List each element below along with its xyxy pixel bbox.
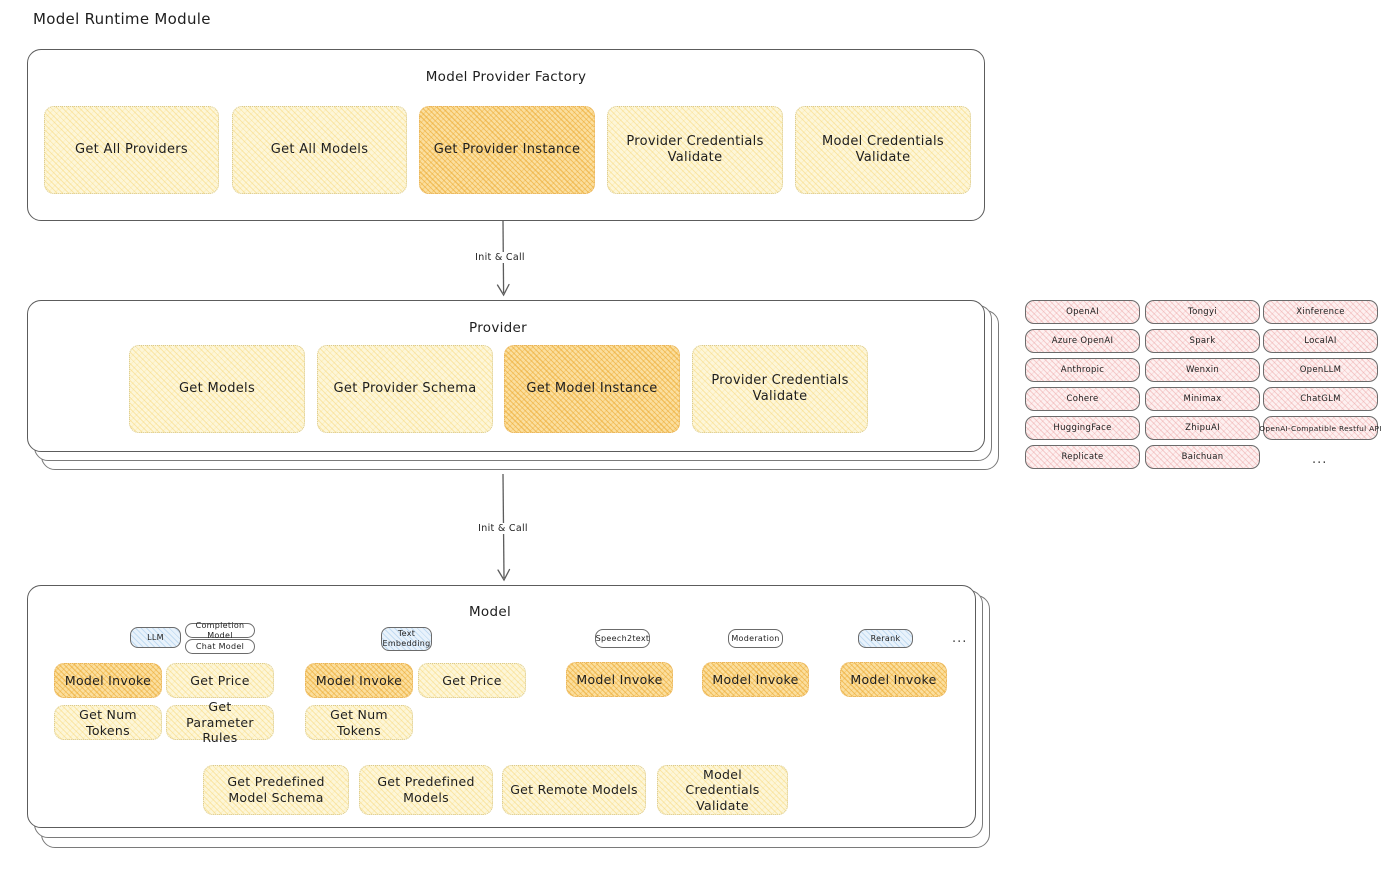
model-type-badge-text-embedding[interactable]: Text Embedding <box>381 627 432 651</box>
provider-chip-spark[interactable]: Spark <box>1145 329 1260 353</box>
provider-chip-openai[interactable]: OpenAI <box>1025 300 1140 324</box>
model-types-more-indicator: ... <box>952 631 968 646</box>
provider-chip-tongyi[interactable]: Tongyi <box>1145 300 1260 324</box>
arrow-label-init-and-call-2: Init & Call <box>475 523 531 534</box>
llm-box-get-parameter-rules[interactable]: Get Parameter Rules <box>166 699 274 745</box>
provider-box-get-model-instance[interactable]: Get Model Instance <box>504 345 680 433</box>
provider-chip-xinference[interactable]: Xinference <box>1263 300 1378 324</box>
text-embedding-box-model-invoke[interactable]: Model Invoke <box>305 663 413 698</box>
model-shared-box-get-predefined-model-schema[interactable]: Get Predefined Model Schema <box>203 765 349 815</box>
arrow-label-init-and-call-1: Init & Call <box>472 252 528 263</box>
provider-chip-azure-openai[interactable]: Azure OpenAI <box>1025 329 1140 353</box>
factory-box-model-credentials-validate[interactable]: Model Credentials Validate <box>795 106 971 194</box>
model-shared-box-get-remote-models[interactable]: Get Remote Models <box>502 765 646 815</box>
factory-box-get-provider-instance[interactable]: Get Provider Instance <box>419 106 595 194</box>
provider-chip-openai-compatible-restful-api[interactable]: OpenAI-Compatible Restful API <box>1259 416 1381 440</box>
model-type-badge-llm[interactable]: LLM <box>130 627 181 648</box>
model-type-badge-moderation[interactable]: Moderation <box>728 629 783 648</box>
provider-chip-zhipuai[interactable]: ZhipuAI <box>1145 416 1260 440</box>
factory-box-get-all-models[interactable]: Get All Models <box>232 106 407 194</box>
text-embedding-box-get-num-tokens[interactable]: Get Num Tokens <box>305 705 413 740</box>
provider-chip-chatglm[interactable]: ChatGLM <box>1263 387 1378 411</box>
provider-box-provider-credentials-validate[interactable]: Provider Credentials Validate <box>692 345 868 433</box>
page-title: Model Runtime Module <box>33 10 211 28</box>
llm-box-model-invoke[interactable]: Model Invoke <box>54 663 162 698</box>
model-shared-box-get-predefined-models[interactable]: Get Predefined Models <box>359 765 493 815</box>
provider-chip-huggingface[interactable]: HuggingFace <box>1025 416 1140 440</box>
provider-chip-baichuan[interactable]: Baichuan <box>1145 445 1260 469</box>
factory-box-get-all-providers[interactable]: Get All Providers <box>44 106 219 194</box>
provider-chip-wenxin[interactable]: Wenxin <box>1145 358 1260 382</box>
provider-chip-localai[interactable]: LocalAI <box>1263 329 1378 353</box>
provider-title: Provider <box>469 320 527 336</box>
model-provider-factory-title: Model Provider Factory <box>425 69 587 85</box>
rerank-box-model-invoke[interactable]: Model Invoke <box>840 662 947 697</box>
model-type-badge-rerank[interactable]: Rerank <box>858 629 913 648</box>
text-embedding-box-get-price[interactable]: Get Price <box>418 663 526 698</box>
provider-chip-minimax[interactable]: Minimax <box>1145 387 1260 411</box>
provider-box-get-provider-schema[interactable]: Get Provider Schema <box>317 345 493 433</box>
model-shared-box-model-credentials-validate[interactable]: Model Credentials Validate <box>657 765 788 815</box>
model-subtype-badge-chat-model[interactable]: Chat Model <box>185 639 255 654</box>
factory-box-provider-credentials-validate[interactable]: Provider Credentials Validate <box>607 106 783 194</box>
moderation-box-model-invoke[interactable]: Model Invoke <box>702 662 809 697</box>
llm-box-get-price[interactable]: Get Price <box>166 663 274 698</box>
model-title: Model <box>468 604 512 620</box>
speech2text-box-model-invoke[interactable]: Model Invoke <box>566 662 673 697</box>
llm-box-get-num-tokens[interactable]: Get Num Tokens <box>54 705 162 740</box>
provider-chip-replicate[interactable]: Replicate <box>1025 445 1140 469</box>
model-subtype-badge-completion-model[interactable]: Completion Model <box>185 621 255 640</box>
model-type-badge-speech2text[interactable]: Speech2text <box>595 629 650 648</box>
provider-chip-anthropic[interactable]: Anthropic <box>1025 358 1140 382</box>
provider-chip-openllm[interactable]: OpenLLM <box>1263 358 1378 382</box>
provider-box-get-models[interactable]: Get Models <box>129 345 305 433</box>
provider-list-more-indicator: ... <box>1312 452 1328 467</box>
provider-chip-cohere[interactable]: Cohere <box>1025 387 1140 411</box>
